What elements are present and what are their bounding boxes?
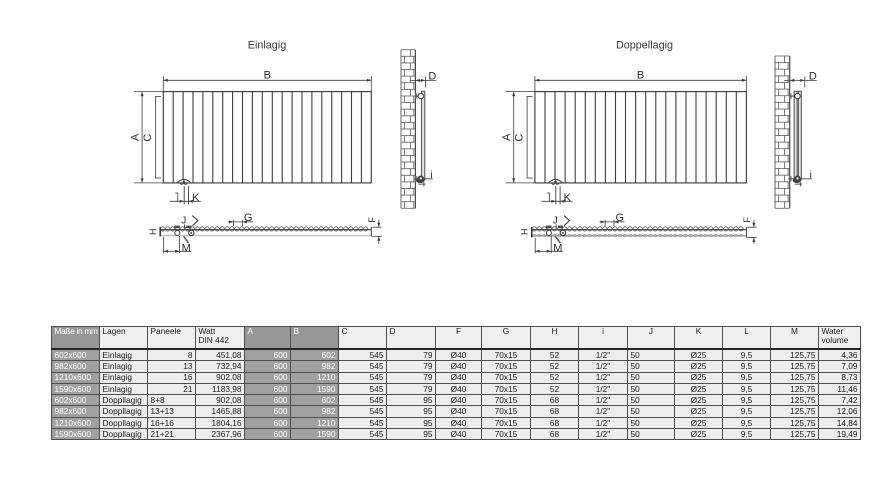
svg-text:A: A — [501, 133, 513, 141]
svg-text:D: D — [428, 71, 436, 83]
svg-text:D: D — [809, 71, 817, 83]
svg-text:Einlagig: Einlagig — [248, 39, 286, 51]
svg-text:K: K — [564, 192, 572, 204]
svg-text:H: H — [148, 229, 158, 236]
svg-text:i: i — [430, 170, 432, 181]
svg-text:Doppellagig: Doppellagig — [616, 39, 673, 51]
svg-text:C: C — [142, 134, 154, 142]
svg-text:F: F — [367, 217, 377, 223]
svg-text:C: C — [514, 134, 526, 142]
svg-text:B: B — [264, 70, 271, 82]
svg-text:A: A — [129, 133, 141, 141]
svg-text:H: H — [519, 229, 529, 236]
svg-text:J: J — [181, 215, 186, 226]
svg-text:B: B — [637, 70, 644, 82]
svg-text:M: M — [182, 242, 191, 254]
svg-text:G: G — [244, 212, 253, 224]
svg-text:K: K — [192, 192, 200, 204]
svg-text:M: M — [553, 242, 562, 254]
svg-text:G: G — [616, 212, 625, 224]
svg-text:F: F — [742, 217, 752, 223]
svg-text:i: i — [810, 170, 812, 181]
svg-text:J: J — [553, 215, 558, 226]
